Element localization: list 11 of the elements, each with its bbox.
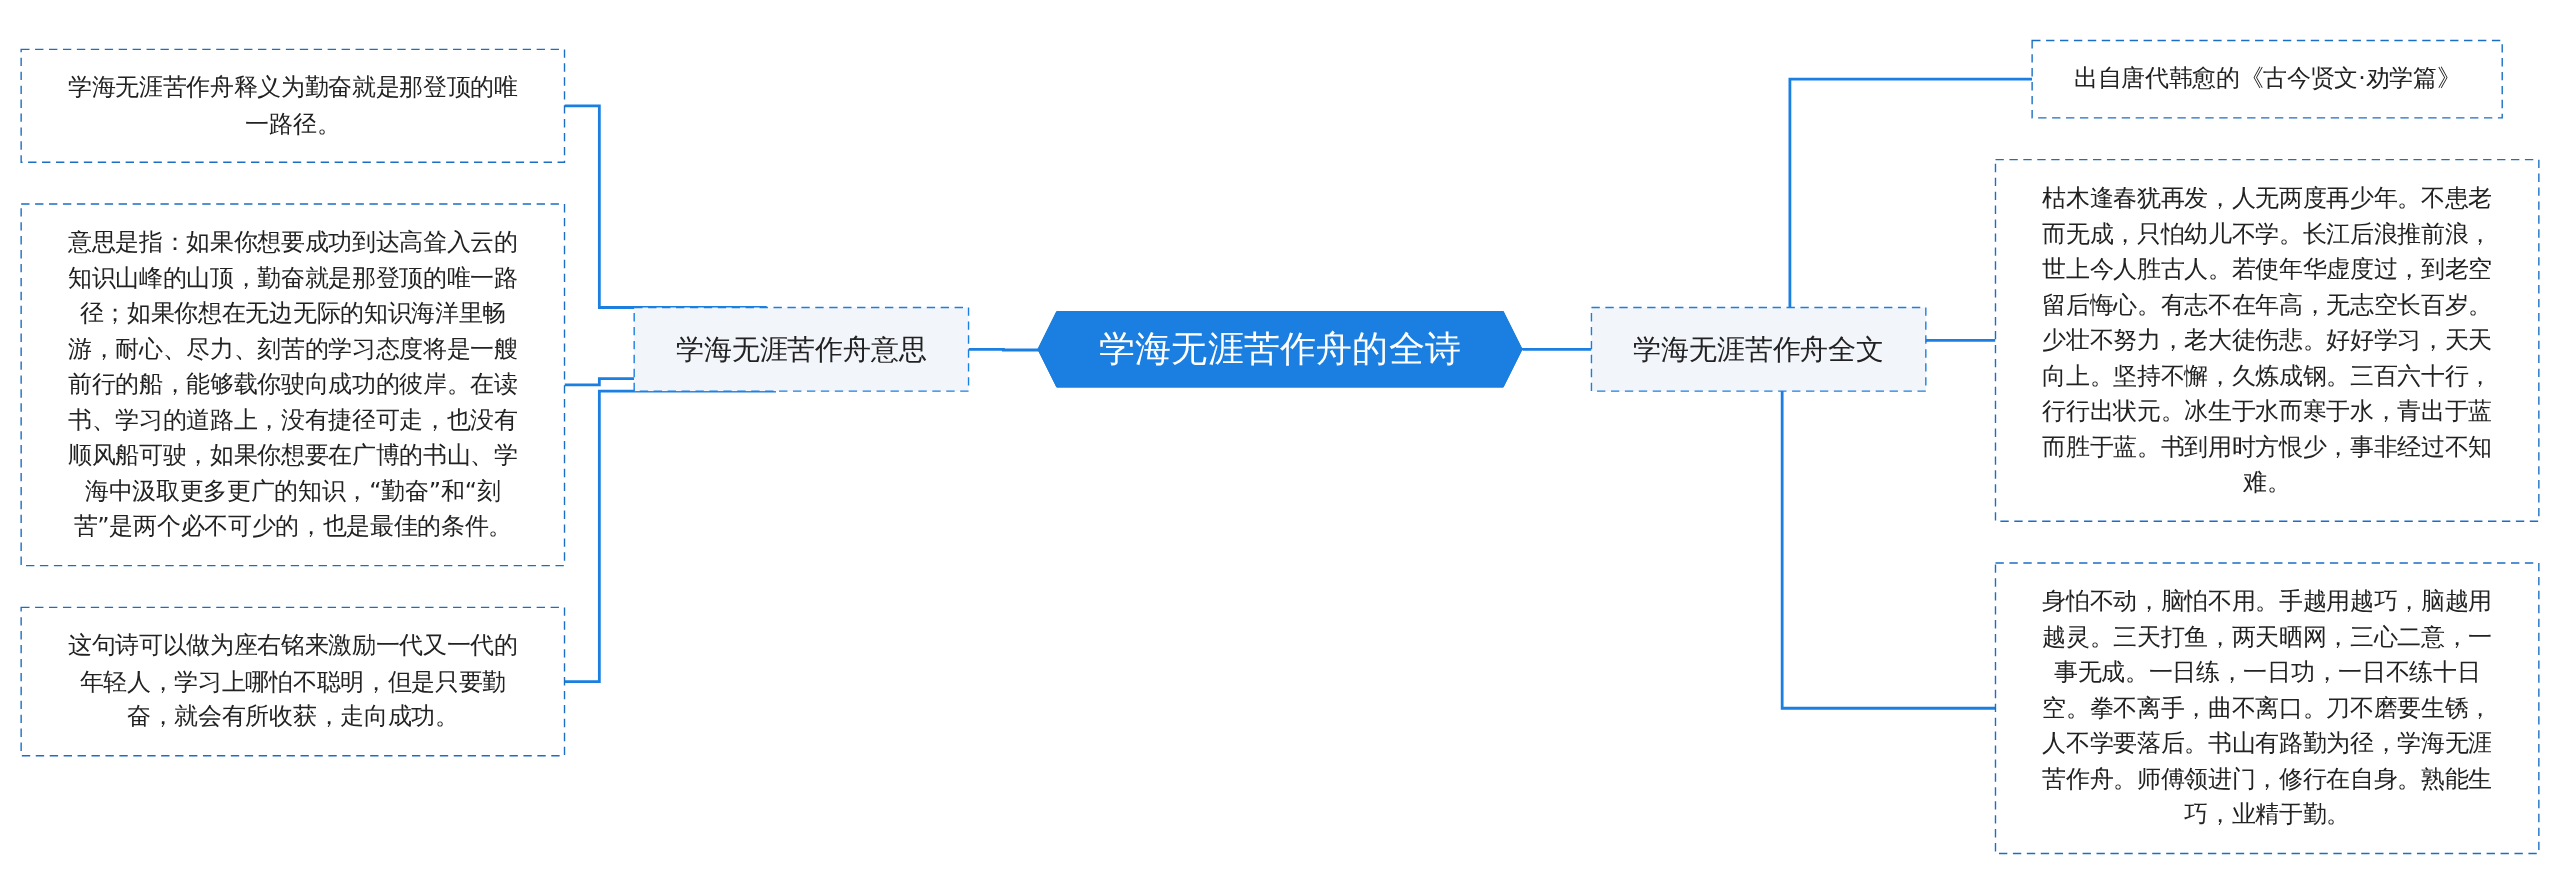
connector bbox=[1780, 390, 1996, 710]
node-box: 意思是指：如果你想要成功到达高耸入云的知识山峰的山顶，勤奋就是那登顶的唯一路径；如果你想在无边无际的知识海洋里畅游，耐心、尽力、刻苦的学习态度将是一艘前行的船，能够载你驶向成功的彼岸。在读书、学习的道路上，没有捷径可走，也没有顺风船可驶，如果你想要在广博的书山、学海中汲取更多更广的知识，“勤奋”和“刻苦”是两个必不可少的，也是最佳的条件。 bbox=[20, 202, 566, 566]
node-box: 学海无涯苦作舟释义为勤奋就是那登顶的唯一路径。 bbox=[20, 48, 566, 163]
node-box: 这句诗可以做为座右铭来激励一代又一代的年轻人，学习上哪怕不聪明，但是只要勤奋，就会有所收获，走向成功。 bbox=[20, 606, 566, 756]
node-box: 枯木逢春犹再发，人无两度再少年。不患老而无成，只怕幼儿不学。长江后浪推前浪，世上今人胜古人。若使年华虚度过，到老空留后悔心。有志不在年高，无志空长百岁。少壮不努力，老大徒伤悲。好好学习，天天向上。坚持不懈，久炼成钢。三百六十行，行行出状元。冰生于水而寒于水，青出于蓝而胜于蓝。书到用时方恨少，事非经过不知难。 bbox=[1994, 158, 2540, 522]
node-box: 出自唐代韩愈的《古今贤文·劝学篇》 bbox=[2031, 39, 2503, 119]
connector bbox=[1521, 347, 1592, 351]
node-box: 学海无涯苦作舟全文 bbox=[1590, 306, 1927, 392]
connector bbox=[1788, 77, 2033, 307]
node-box: 学海无涯苦作舟意思 bbox=[633, 306, 970, 392]
node-box: 身怕不动，脑怕不用。手越用越巧，脑越用越灵。三天打鱼，两天晒网，三心二意，一事无成。一日练，一日功，一日不练十日空。拳不离手，曲不离口。刀不磨要生锈，人不学要落后。书山有路勤为径，学海无涯苦作舟。师傅领进门，修行在自身。熟能生巧，业精于勤。 bbox=[1994, 561, 2540, 854]
